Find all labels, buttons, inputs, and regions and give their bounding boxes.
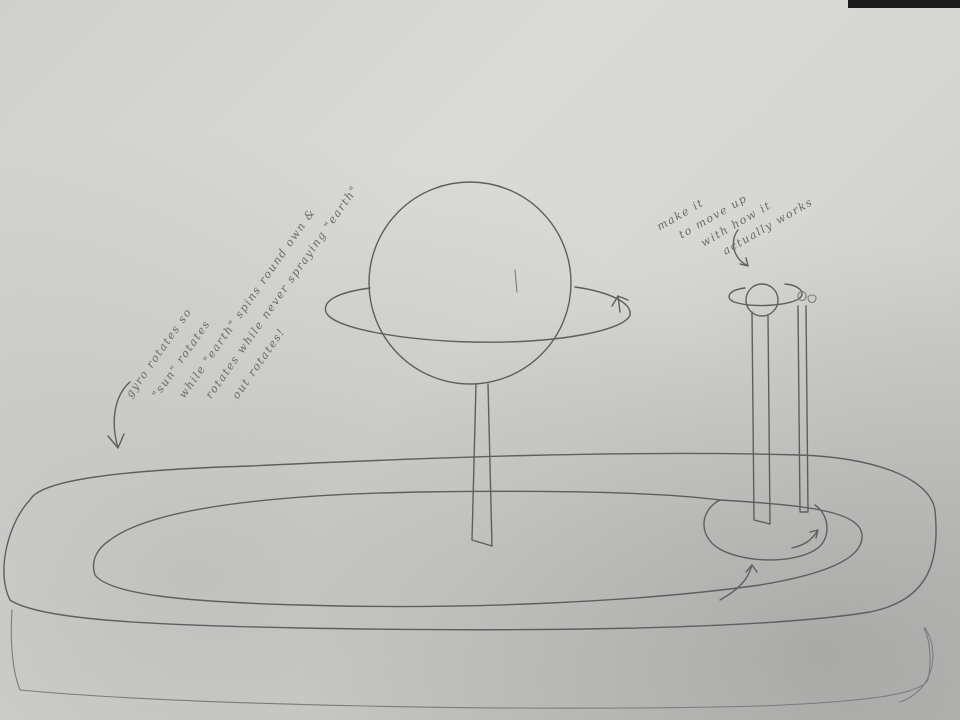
base-outer-ring bbox=[4, 453, 936, 629]
earth-orbit-ring bbox=[729, 284, 802, 305]
note-line-4: rotates while never spraying "earth" bbox=[203, 183, 361, 401]
base-side-edge bbox=[11, 610, 930, 708]
earth-stem-right bbox=[798, 306, 808, 512]
base-inner-track bbox=[93, 491, 862, 606]
track-direction-arrow bbox=[720, 565, 757, 600]
earth-stem-left bbox=[752, 312, 770, 524]
sun-sphere bbox=[369, 182, 571, 384]
gear-curl-arrow bbox=[792, 530, 818, 548]
sun-support-stem bbox=[472, 384, 492, 546]
earth-ball bbox=[746, 284, 778, 316]
sun-center-tick bbox=[515, 270, 517, 292]
sun-orbit-ring bbox=[325, 287, 630, 342]
